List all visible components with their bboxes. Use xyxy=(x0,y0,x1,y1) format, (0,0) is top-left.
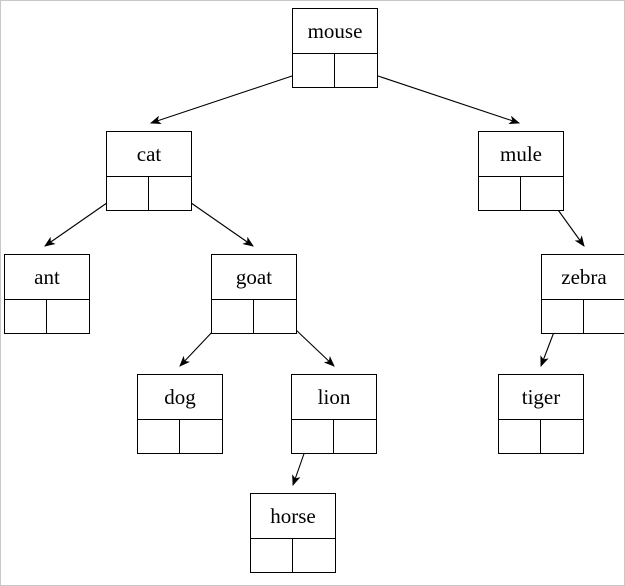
right-pointer-cell-dog[interactable] xyxy=(180,420,222,453)
node-label-mule: mule xyxy=(479,132,563,177)
left-pointer-cell-cat[interactable] xyxy=(107,177,149,210)
node-pointers-horse xyxy=(251,539,335,572)
left-pointer-cell-lion[interactable] xyxy=(292,420,334,453)
node-pointers-mouse xyxy=(293,54,377,87)
tree-node-zebra[interactable]: zebra xyxy=(541,254,624,334)
left-pointer-cell-goat[interactable] xyxy=(212,300,254,333)
left-pointer-cell-horse[interactable] xyxy=(251,539,293,572)
right-pointer-cell-cat[interactable] xyxy=(149,177,191,210)
node-label-goat: goat xyxy=(212,255,296,300)
right-pointer-cell-horse[interactable] xyxy=(293,539,335,572)
edge-mouse-to-cat xyxy=(149,68,314,125)
node-pointers-lion xyxy=(292,420,376,453)
node-label-tiger: tiger xyxy=(499,375,583,420)
node-pointers-dog xyxy=(138,420,222,453)
left-pointer-cell-mouse[interactable] xyxy=(293,54,335,87)
left-pointer-cell-dog[interactable] xyxy=(138,420,180,453)
right-pointer-cell-ant[interactable] xyxy=(47,300,89,333)
node-pointers-tiger xyxy=(499,420,583,453)
edge-mouse-to-mule xyxy=(356,68,521,125)
node-label-dog: dog xyxy=(138,375,222,420)
left-pointer-cell-mule[interactable] xyxy=(479,177,521,210)
node-label-lion: lion xyxy=(292,375,376,420)
right-pointer-cell-lion[interactable] xyxy=(334,420,376,453)
right-pointer-cell-zebra[interactable] xyxy=(584,300,624,333)
tree-node-mule[interactable]: mule xyxy=(478,131,564,211)
node-label-mouse: mouse xyxy=(293,9,377,54)
node-label-ant: ant xyxy=(5,255,89,300)
node-label-cat: cat xyxy=(107,132,191,177)
tree-node-mouse[interactable]: mouse xyxy=(292,8,378,88)
left-pointer-cell-tiger[interactable] xyxy=(499,420,541,453)
tree-node-horse[interactable]: horse xyxy=(250,493,336,573)
node-label-zebra: zebra xyxy=(542,255,624,300)
tree-node-goat[interactable]: goat xyxy=(211,254,297,334)
tree-node-lion[interactable]: lion xyxy=(291,374,377,454)
right-pointer-cell-tiger[interactable] xyxy=(541,420,583,453)
tree-node-dog[interactable]: dog xyxy=(137,374,223,454)
right-pointer-cell-mouse[interactable] xyxy=(335,54,377,87)
node-pointers-ant xyxy=(5,300,89,333)
right-pointer-cell-mule[interactable] xyxy=(521,177,563,210)
node-pointers-mule xyxy=(479,177,563,210)
left-pointer-cell-zebra[interactable] xyxy=(542,300,584,333)
left-pointer-cell-ant[interactable] xyxy=(5,300,47,333)
tree-node-ant[interactable]: ant xyxy=(4,254,90,334)
node-pointers-cat xyxy=(107,177,191,210)
node-label-horse: horse xyxy=(251,494,335,539)
tree-node-cat[interactable]: cat xyxy=(106,131,192,211)
node-pointers-zebra xyxy=(542,300,624,333)
right-pointer-cell-goat[interactable] xyxy=(254,300,296,333)
tree-node-tiger[interactable]: tiger xyxy=(498,374,584,454)
node-pointers-goat xyxy=(212,300,296,333)
